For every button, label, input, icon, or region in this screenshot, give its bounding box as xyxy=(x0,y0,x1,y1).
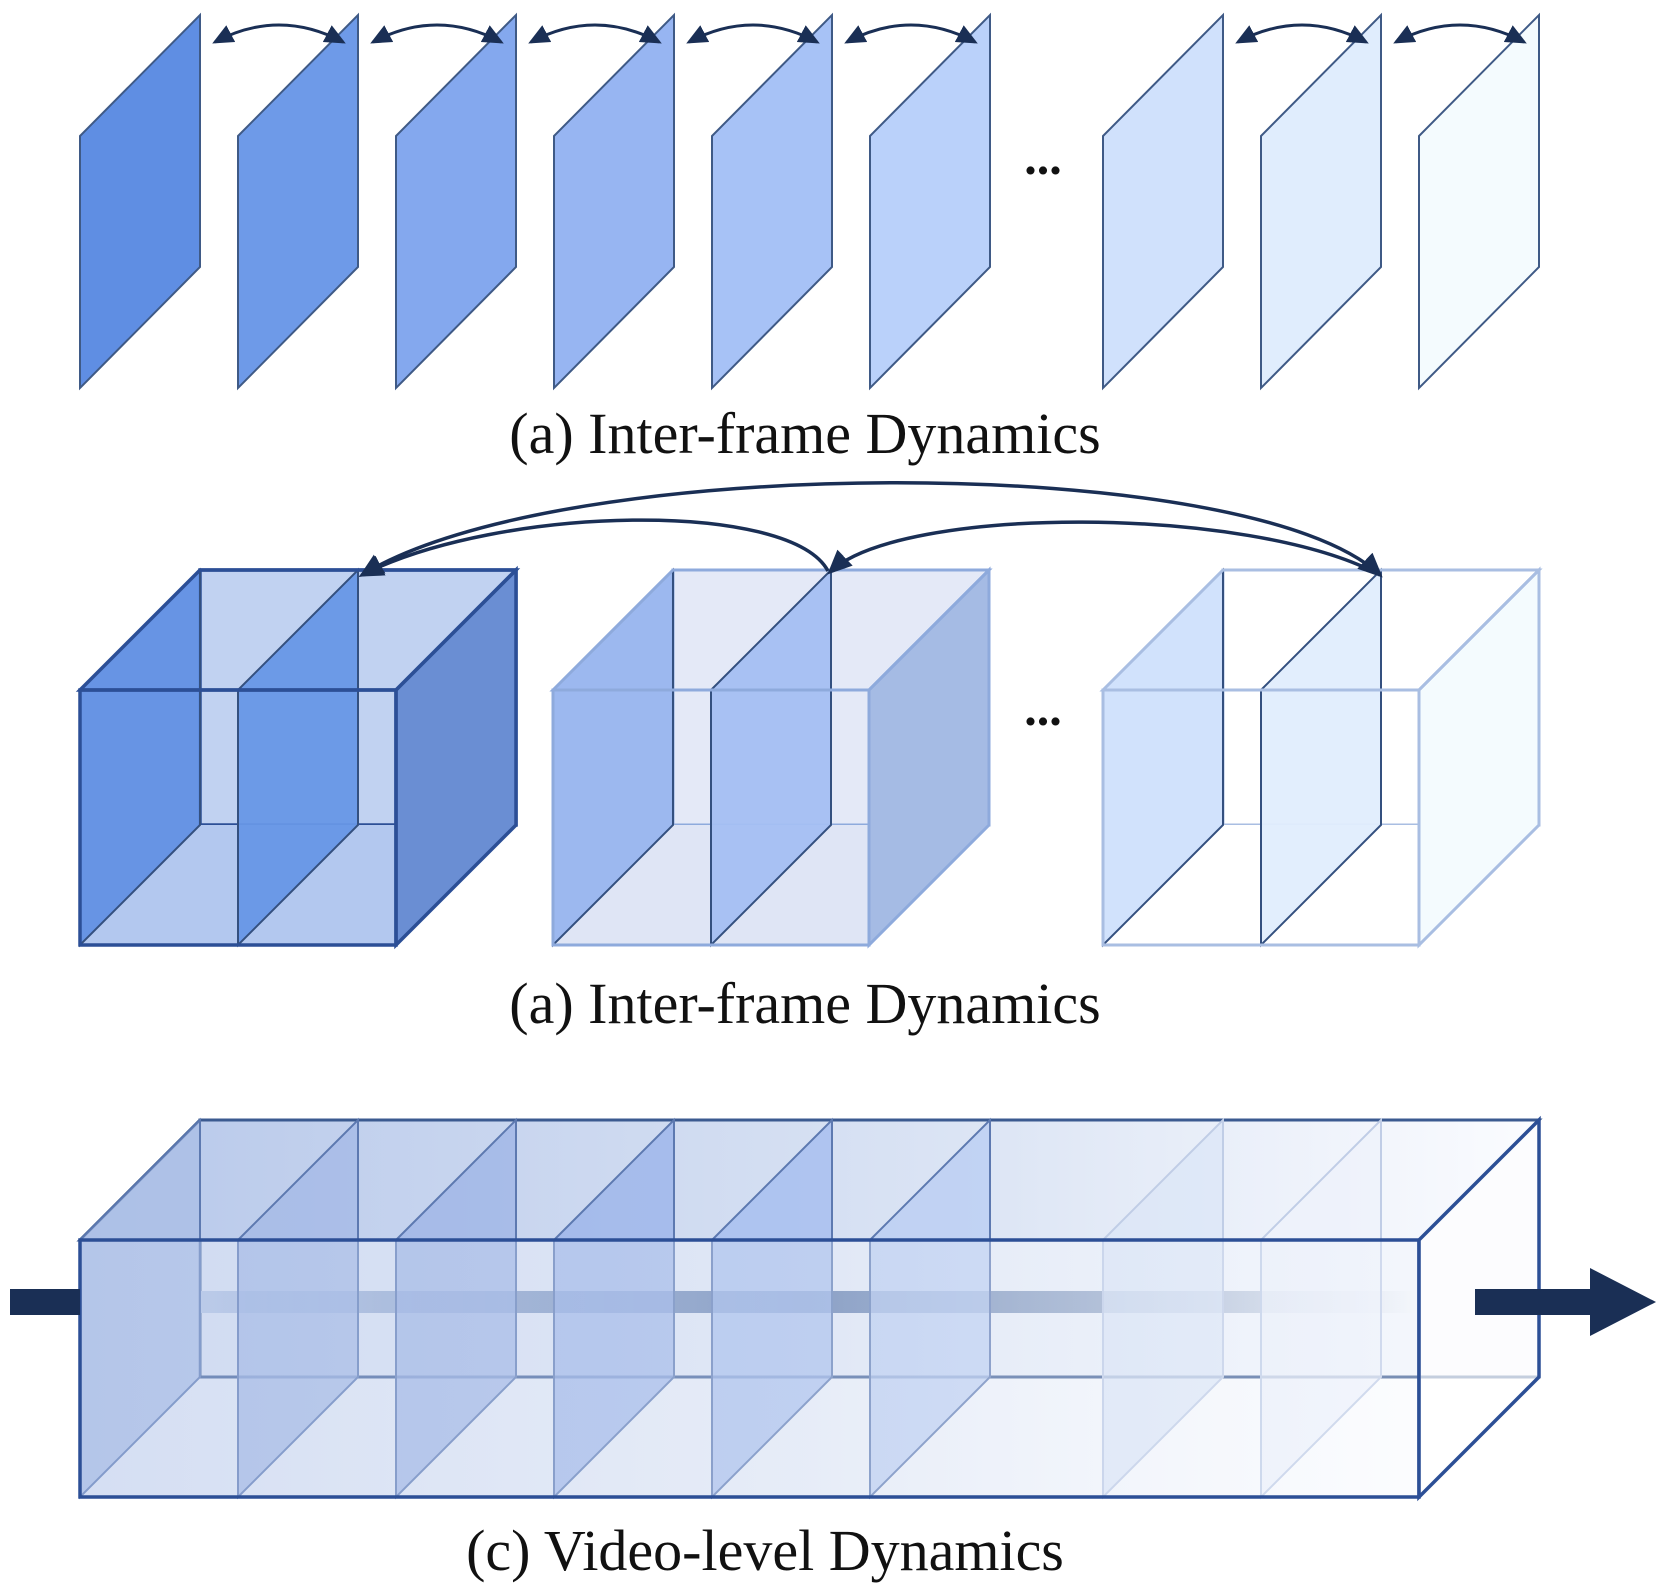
cube-1-slice-2 xyxy=(237,567,359,948)
panel-c-video-box xyxy=(10,1115,1656,1502)
frame-a-9 xyxy=(1418,12,1540,391)
frame-a-8 xyxy=(1260,12,1382,391)
flow-arrow-in xyxy=(10,1289,80,1315)
caption-a: (a) Inter-frame Dynamics xyxy=(509,401,1100,466)
cube-2-front-edge xyxy=(551,688,871,947)
cube-3-slice-2 xyxy=(1260,567,1382,948)
swap-arrow-a-1 xyxy=(212,23,346,44)
frame-a-4 xyxy=(553,12,675,391)
frame-a-1 xyxy=(79,12,201,391)
swap-arrow-a-6 xyxy=(1235,23,1369,44)
swap-arrow-a-3 xyxy=(528,23,662,44)
long-arrow-outer xyxy=(358,481,1383,578)
arrow-last-to-mid xyxy=(827,520,1381,577)
frame-a-3 xyxy=(395,12,517,391)
cube-3-front-edge xyxy=(1101,688,1421,947)
swap-arrow-a-5 xyxy=(844,23,978,44)
flow-arrow-out-shaft xyxy=(1475,1289,1595,1315)
frame-a-5 xyxy=(711,12,833,391)
flow-arrow-out-head xyxy=(1590,1268,1656,1336)
arrow-mid-to-first xyxy=(358,518,830,577)
frame-a-6 xyxy=(869,12,991,391)
ellipsis-b: ... xyxy=(1024,680,1062,736)
box-front-face xyxy=(78,1238,1421,1499)
swap-arrow-a-4 xyxy=(686,23,820,44)
frame-a-7 xyxy=(1102,12,1224,391)
panel-b-cubes xyxy=(75,565,1543,950)
frame-a-2 xyxy=(237,12,359,391)
swap-arrow-a-7 xyxy=(1393,23,1527,44)
swap-arrow-a-2 xyxy=(370,23,504,44)
cube-2-slice-2 xyxy=(710,567,832,948)
panel-a-inter-frame xyxy=(79,12,1540,391)
caption-c: (c) Video-level Dynamics xyxy=(466,1518,1064,1583)
cube-1-front-edge xyxy=(78,688,398,947)
caption-b: (a) Inter-frame Dynamics xyxy=(509,971,1100,1036)
ellipsis-a: ... xyxy=(1024,129,1062,185)
